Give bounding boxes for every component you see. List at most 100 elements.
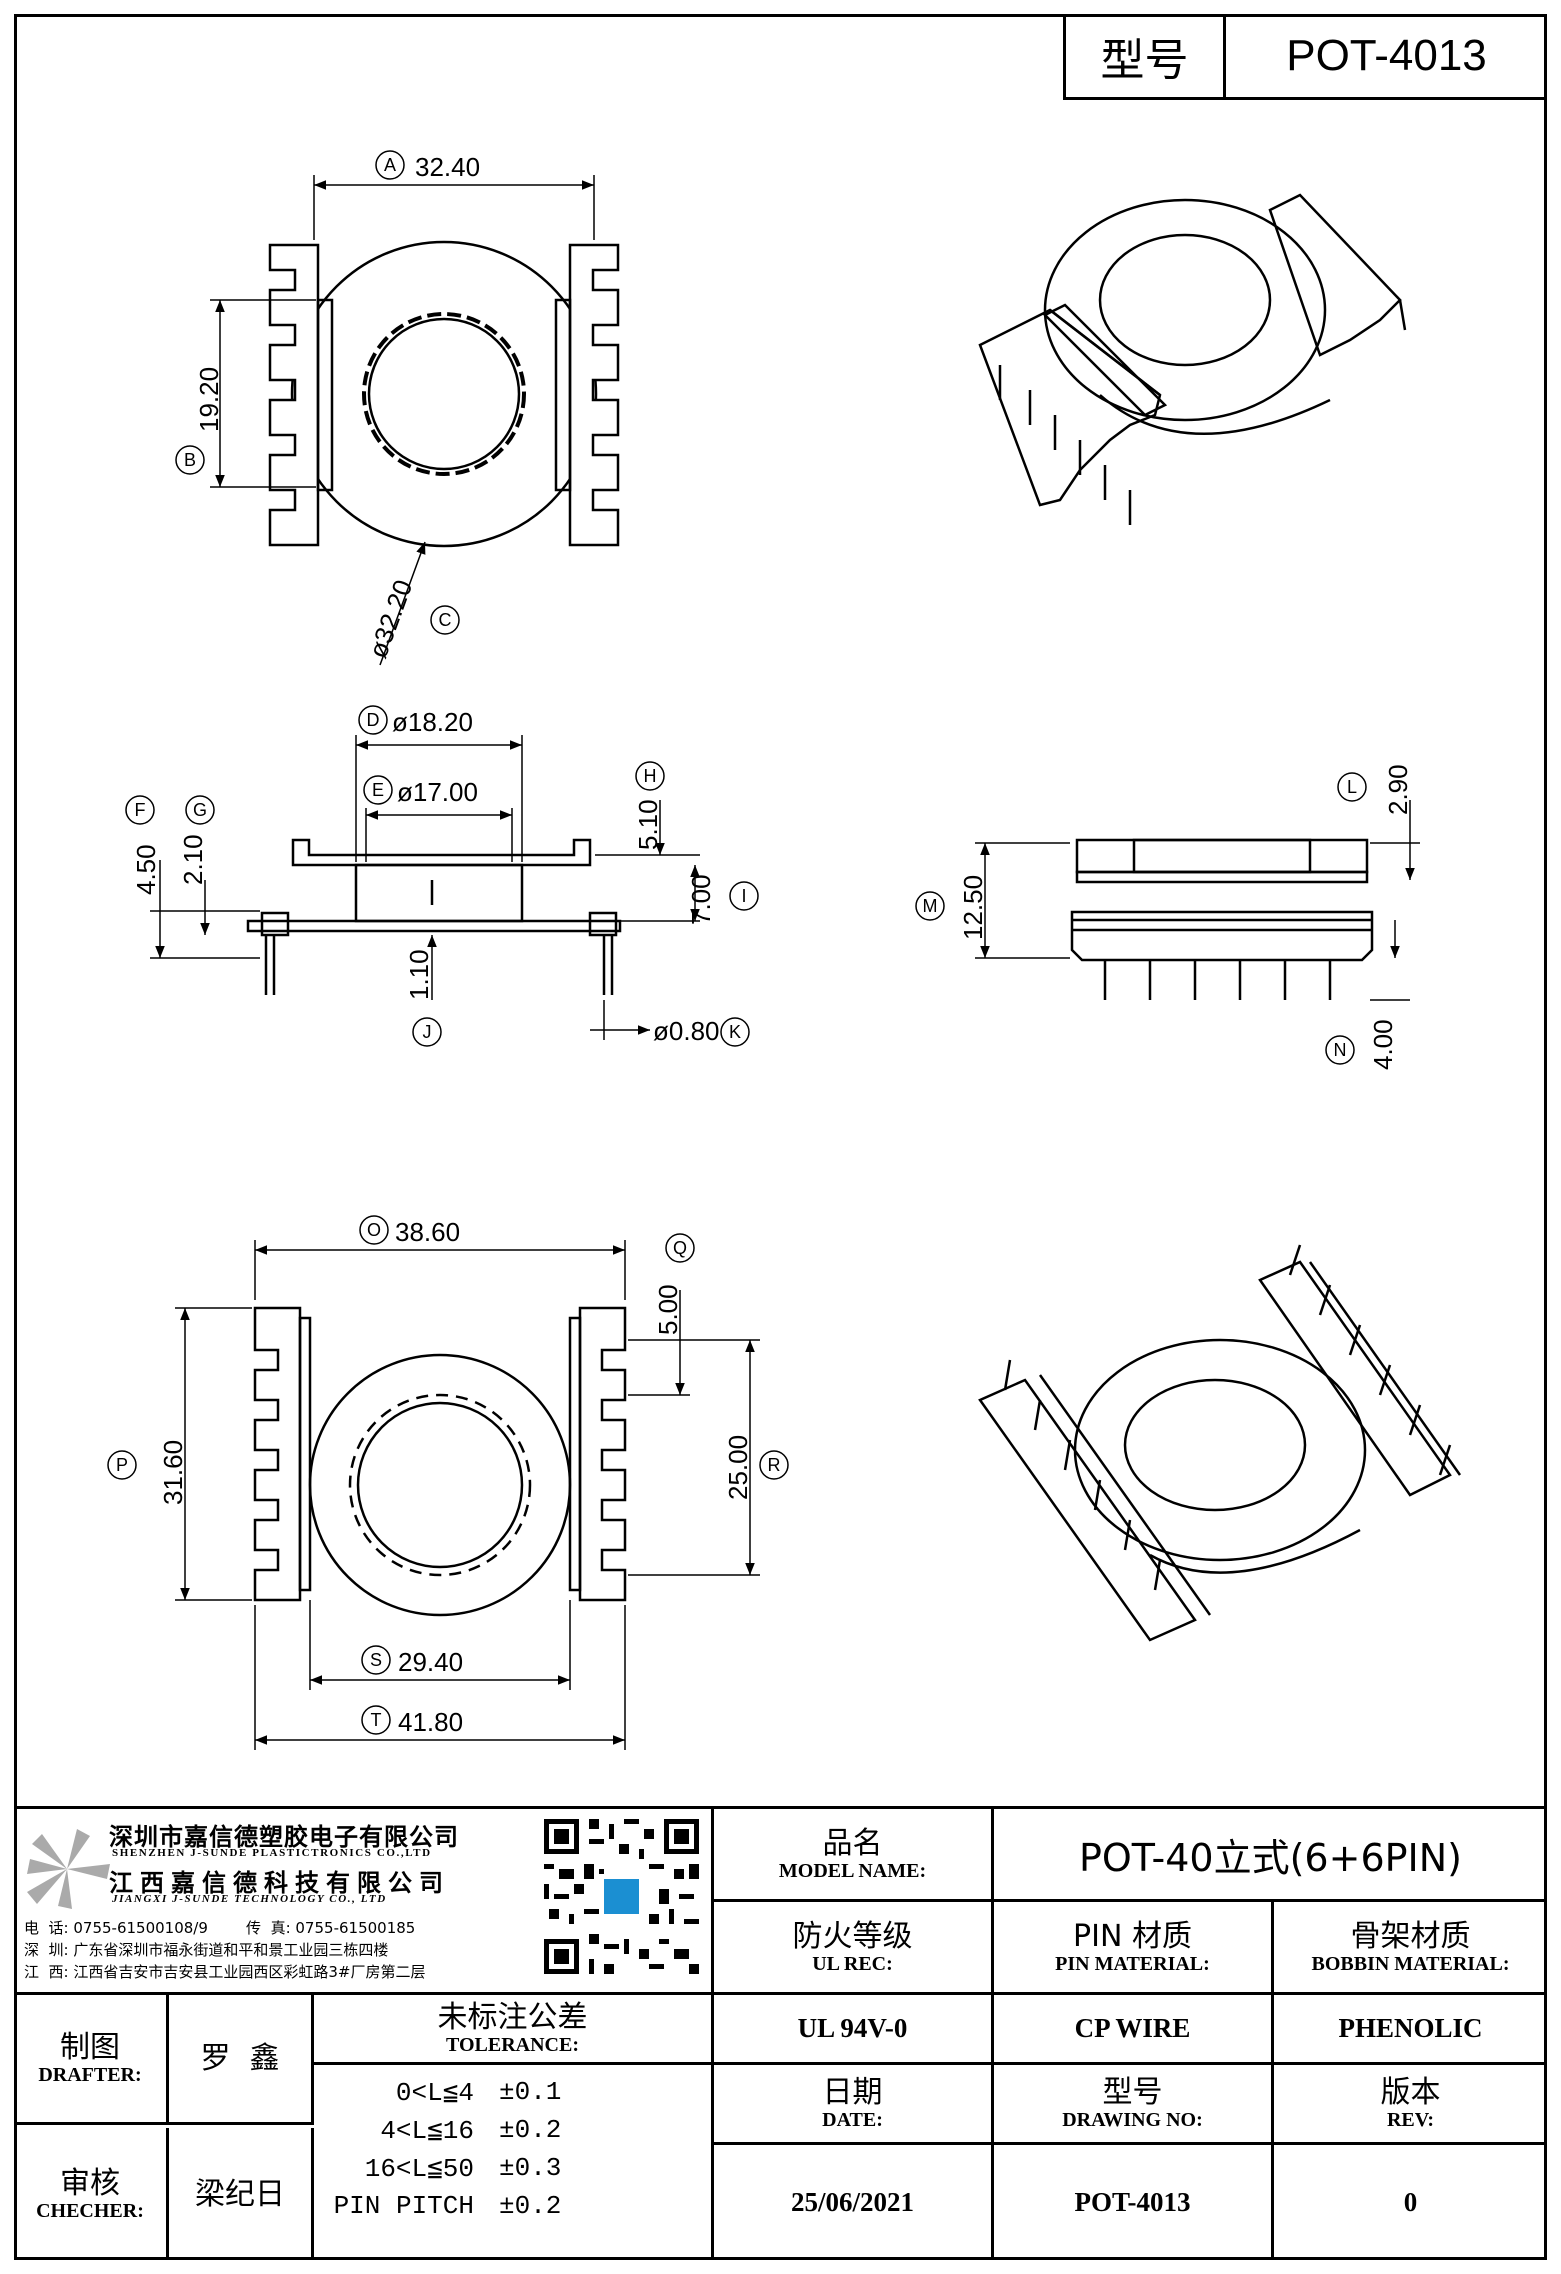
model-name-value: POT-40立式(6+6PIN) xyxy=(1078,1835,1462,1880)
drawing-frame xyxy=(14,14,1547,2260)
label-D: D xyxy=(367,710,380,730)
drawing-value-cell: POT-4013 xyxy=(994,2145,1274,2260)
dim-G: 2.10 xyxy=(178,834,208,885)
company-name-cn-1: 深圳市嘉信德塑胶电子有限公司 xyxy=(109,1823,459,1851)
model-name-en: MODEL NAME: xyxy=(778,1859,927,1882)
label-letters: A B C D E F G H I J K L M N O P Q R S T xyxy=(116,155,1357,1730)
drawing-label-cell: 型号 DRAWING NO: xyxy=(994,2065,1274,2145)
label-I: I xyxy=(741,886,746,906)
bobbin-en: BOBBIN MATERIAL: xyxy=(1311,1952,1510,1975)
drafter-cn: 制图 xyxy=(60,2030,120,2065)
side-view xyxy=(150,735,700,1040)
header-model-label: 型号 xyxy=(1100,35,1189,85)
model-name-cn: 品名 xyxy=(822,1825,883,1861)
dim-R: 25.00 xyxy=(723,1435,753,1500)
bobbin-cn: 骨架材质 xyxy=(1350,1918,1471,1954)
drafter-value-cell: 罗 鑫 xyxy=(169,1995,314,2125)
company-name-en-1: SHENZHEN J-SUNDE PLASTICTRONICS CO.,LTD xyxy=(112,1847,432,1859)
tolerance-range-1: 0<L≦4 xyxy=(395,2078,474,2108)
dim-C: ø32.20 xyxy=(362,576,418,662)
date-cn: 日期 xyxy=(822,2075,883,2110)
pin-cn: PIN 材质 xyxy=(1073,1918,1192,1954)
rev-en: REV: xyxy=(1386,2109,1435,2131)
tolerance-range-4: PIN PITCH xyxy=(333,2191,474,2221)
model-name-label-cell: 品名 MODEL NAME: xyxy=(714,1809,994,1902)
label-M: M xyxy=(923,896,938,916)
pin-label-cell: PIN 材质 PIN MATERIAL: xyxy=(994,1902,1274,1992)
label-L: L xyxy=(1347,777,1357,797)
company-name-en-2: JIANGXI J-SUNDE TECHNOLOGY CO., LTD xyxy=(112,1893,387,1905)
label-K: K xyxy=(729,1022,741,1042)
qr-code xyxy=(539,1814,704,1979)
dim-K: ø0.80 xyxy=(653,1016,720,1046)
dim-E: ø17.00 xyxy=(397,777,478,807)
title-block: 深圳市嘉信德塑胶电子有限公司 SHENZHEN J-SUNDE PLASTICT… xyxy=(14,1806,1547,2260)
company-address-sz: 深 圳: 广东省深圳市福永街道和平和景工业园三栋四楼 xyxy=(24,1941,389,1959)
checker-label-cell: 审核 CHECHER: xyxy=(14,2128,169,2260)
isometric-view-top xyxy=(978,193,1407,525)
label-S: S xyxy=(370,1650,382,1670)
dim-B: 19.20 xyxy=(194,367,224,432)
front-view xyxy=(975,800,1420,1001)
tolerance-table: 0<L≦4 ±0.1 4<L≦16 ±0.2 16<L≦50 ±0.3 PIN … xyxy=(314,2065,714,2260)
checker-value: 梁纪日 xyxy=(195,2176,285,2212)
technical-drawing: A B C D E F G H I J K L M N O P Q R S T … xyxy=(107,150,1462,1750)
ul-value-cell: UL 94V-0 xyxy=(714,1995,994,2065)
rev-label-cell: 版本 REV: xyxy=(1274,2065,1547,2145)
company-area: 深圳市嘉信德塑胶电子有限公司 SHENZHEN J-SUNDE PLASTICT… xyxy=(14,1809,714,1992)
label-Q: Q xyxy=(673,1238,687,1258)
label-H: H xyxy=(644,766,657,786)
pin-value-cell: CP WIRE xyxy=(994,1995,1274,2065)
label-C: C xyxy=(439,610,452,630)
date-en: DATE: xyxy=(822,2109,883,2131)
dim-L: 2.90 xyxy=(1383,764,1413,815)
dim-O: 38.60 xyxy=(395,1217,460,1247)
header-model-value: POT-4013 xyxy=(1286,30,1487,80)
company-phone: 电 话: 0755-61500108/9 传 真: 0755-61500185 xyxy=(24,1919,416,1937)
tolerance-cn: 未标注公差 xyxy=(437,2000,588,2035)
tolerance-value-3: ±0.3 xyxy=(499,2153,562,2183)
label-G: G xyxy=(193,800,207,820)
dim-P: 31.60 xyxy=(158,1440,188,1505)
drawing-en: DRAWING NO: xyxy=(1062,2109,1203,2131)
pin-value: CP WIRE xyxy=(1074,2013,1191,2043)
drawing-value: POT-4013 xyxy=(1074,2187,1191,2217)
bobbin-value: PHENOLIC xyxy=(1338,2013,1483,2043)
dim-A: 32.40 xyxy=(415,152,480,182)
tolerance-header-cell: 未标注公差 TOLERANCE: xyxy=(314,1995,714,2065)
dim-M: 12.50 xyxy=(958,875,988,940)
date-label-cell: 日期 DATE: xyxy=(714,2065,994,2145)
label-A: A xyxy=(384,155,396,175)
tolerance-en: TOLERANCE: xyxy=(446,2034,579,2056)
checker-en: CHECHER: xyxy=(36,2199,144,2222)
tolerance-value-4: ±0.2 xyxy=(499,2191,562,2221)
isometric-view-bottom xyxy=(978,1244,1462,1642)
checker-value-cell: 梁纪日 xyxy=(169,2128,314,2260)
dim-F: 4.50 xyxy=(131,844,161,895)
label-B: B xyxy=(184,450,196,470)
dim-S: 29.40 xyxy=(398,1647,463,1677)
label-J: J xyxy=(423,1022,432,1042)
dim-Q: 5.00 xyxy=(653,1284,683,1335)
top-view xyxy=(210,175,620,666)
dim-N: 4.00 xyxy=(1368,1019,1398,1070)
label-E: E xyxy=(372,780,384,800)
bobbin-label-cell: 骨架材质 BOBBIN MATERIAL: xyxy=(1274,1902,1547,1992)
model-name-value-cell: POT-40立式(6+6PIN) xyxy=(994,1809,1547,1902)
bobbin-value-cell: PHENOLIC xyxy=(1274,1995,1547,2065)
dim-H: 5.10 xyxy=(633,799,663,850)
tolerance-range-3: 16<L≦50 xyxy=(364,2154,474,2184)
ul-en: UL REC: xyxy=(812,1952,893,1975)
dim-J: 1.10 xyxy=(404,949,434,1000)
divider xyxy=(14,1992,1547,1995)
checker-cn: 审核 xyxy=(60,2165,120,2201)
label-circles xyxy=(107,150,1367,1735)
label-T: T xyxy=(371,1710,382,1730)
label-N: N xyxy=(1334,1040,1347,1060)
label-R: R xyxy=(768,1455,781,1475)
drafter-label-cell: 制图 DRAFTER: xyxy=(14,1995,169,2125)
date-value-cell: 25/06/2021 xyxy=(714,2145,994,2260)
bottom-view xyxy=(175,1240,760,1750)
ul-value: UL 94V-0 xyxy=(797,2013,908,2043)
label-P: P xyxy=(116,1455,128,1475)
